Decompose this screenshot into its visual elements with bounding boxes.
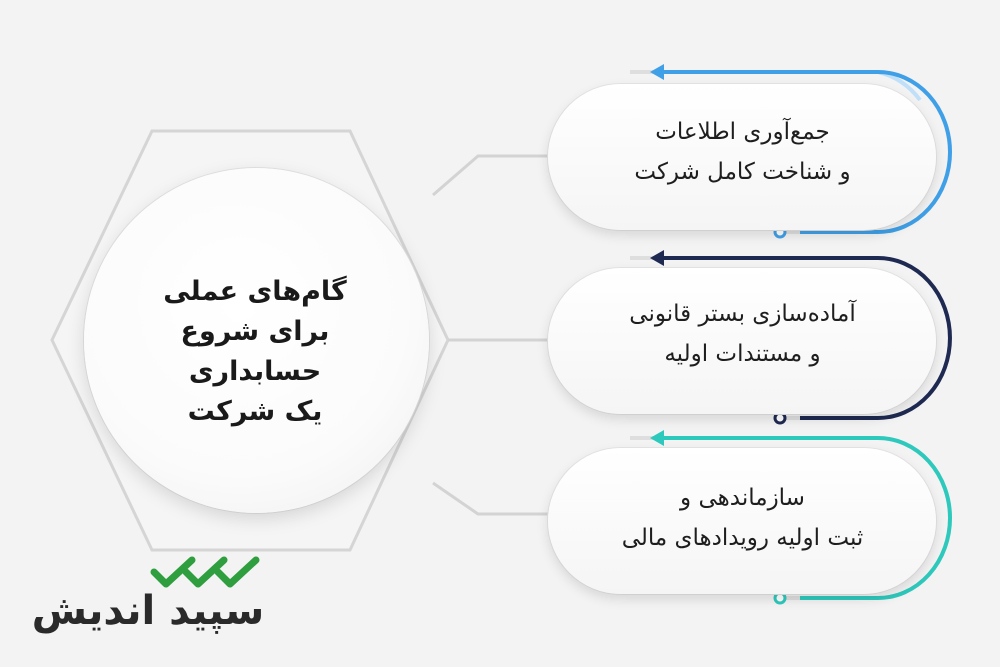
step-3-line-1: سازماندهی و <box>680 485 805 511</box>
step-2-bracket <box>630 250 952 425</box>
connector-line-1 <box>432 154 548 197</box>
step-1-text: جمع‌آوری اطلاعات و شناخت کامل شرکت <box>570 112 915 192</box>
triple-checkmark-icon <box>150 556 260 588</box>
step-2-arrow-icon <box>650 250 664 266</box>
step-3-line-2: ثبت اولیه رویدادهای مالی <box>621 525 864 551</box>
center-title-line-1: گام‌های عملی <box>163 276 347 307</box>
step-2-arc <box>660 256 952 420</box>
logo-text: سپید اندیش <box>31 588 265 634</box>
step-3-end-dot <box>773 591 787 605</box>
center-title-line-3: یک شرکت <box>187 396 323 427</box>
step-1-arrow-icon <box>650 64 664 80</box>
step-3-arrow-icon <box>650 430 664 446</box>
step-1-arc <box>800 70 952 234</box>
step-1-line-2: و شناخت کامل شرکت <box>634 159 851 185</box>
step-3-bracket <box>630 430 952 605</box>
connector-line-3 <box>432 481 548 516</box>
step-2-end-dot <box>773 411 787 425</box>
step-2-line-2: و مستندات اولیه <box>664 341 821 367</box>
step-1-pill <box>548 84 936 230</box>
step-2-line-1: آماده‌سازی بستر قانونی <box>629 301 856 327</box>
step-1-line-1: جمع‌آوری اطلاعات <box>655 119 830 145</box>
center-title-line-2: برای شروع حسابداری <box>180 316 330 387</box>
step-3-text: سازماندهی و ثبت اولیه رویدادهای مالی <box>570 478 915 558</box>
step-3-pill <box>548 448 936 594</box>
center-circle <box>84 168 429 513</box>
step-2-text: آماده‌سازی بستر قانونی و مستندات اولیه <box>570 294 915 374</box>
step-2-pill <box>548 268 936 414</box>
step-3-arc <box>660 436 952 600</box>
center-title: گام‌های عملی برای شروع حسابداری یک شرکت <box>110 272 400 432</box>
